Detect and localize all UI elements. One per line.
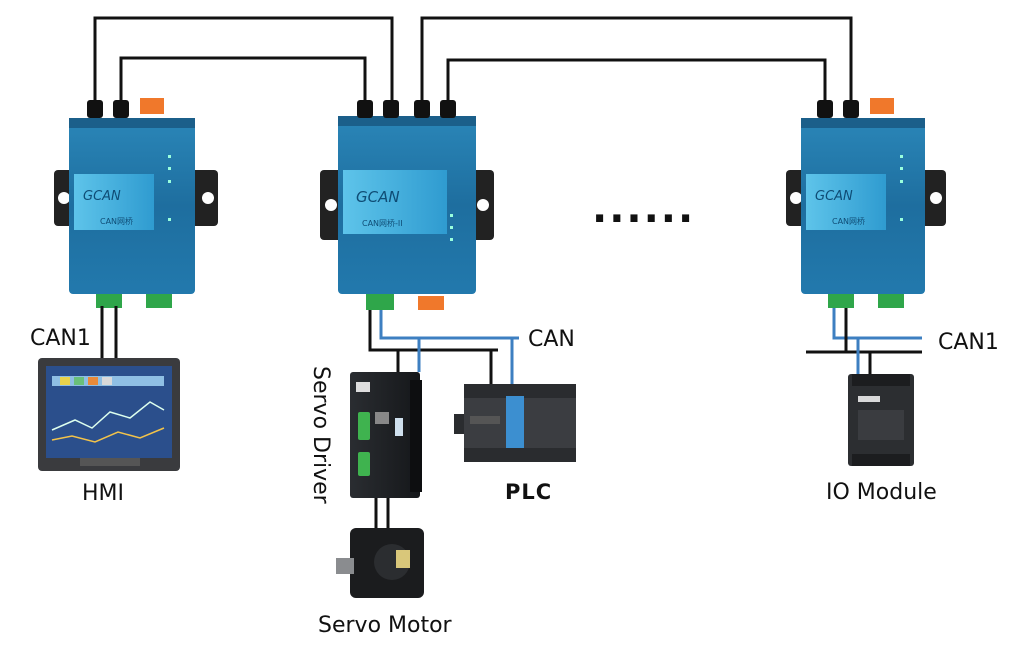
plc-label: PLC	[505, 480, 553, 504]
servo-driver-label-wrap: Servo Driver	[291, 366, 341, 526]
servo-driver-device	[350, 372, 422, 498]
hmi-label: HMI	[82, 481, 125, 506]
plc-device	[454, 384, 576, 462]
cable-left-inner	[119, 56, 367, 108]
servo-motor-device	[336, 528, 424, 598]
servo-motor-cables	[374, 498, 390, 530]
io-module-label: IO Module	[826, 480, 937, 505]
svg-text:CAN网桥-II: CAN网桥-II	[362, 218, 403, 228]
can1-left-wires	[100, 306, 118, 358]
cable-right-outer	[420, 16, 853, 108]
servo-motor-label: Servo Motor	[318, 613, 452, 638]
can-bus-middle	[368, 310, 519, 384]
gateway-right-brand: GCAN	[815, 189, 853, 204]
gateway-right: GCAN CAN网桥	[786, 98, 946, 308]
io-module-device	[848, 374, 914, 466]
cable-left-outer	[93, 16, 394, 108]
gateway-left: GCAN CAN网桥	[54, 98, 218, 308]
gateway-left-brand: GCAN	[83, 189, 121, 204]
hmi-device	[38, 358, 180, 471]
gateway-middle-brand: GCAN	[356, 188, 400, 206]
can1-right-label: CAN1	[938, 330, 999, 355]
servo-driver-label: Servo Driver	[308, 366, 333, 504]
gateway-middle: GCAN CAN网桥-II	[320, 100, 494, 310]
more-gateways-ellipsis: ······	[592, 196, 696, 242]
svg-text:CAN网桥: CAN网桥	[832, 216, 865, 226]
cable-right-inner	[446, 58, 827, 108]
svg-text:CAN网桥: CAN网桥	[100, 216, 133, 226]
can-middle-label: CAN	[528, 327, 575, 352]
top-cables	[93, 16, 853, 108]
can1-left-label: CAN1	[30, 326, 91, 351]
can1-bus-right	[806, 308, 922, 374]
